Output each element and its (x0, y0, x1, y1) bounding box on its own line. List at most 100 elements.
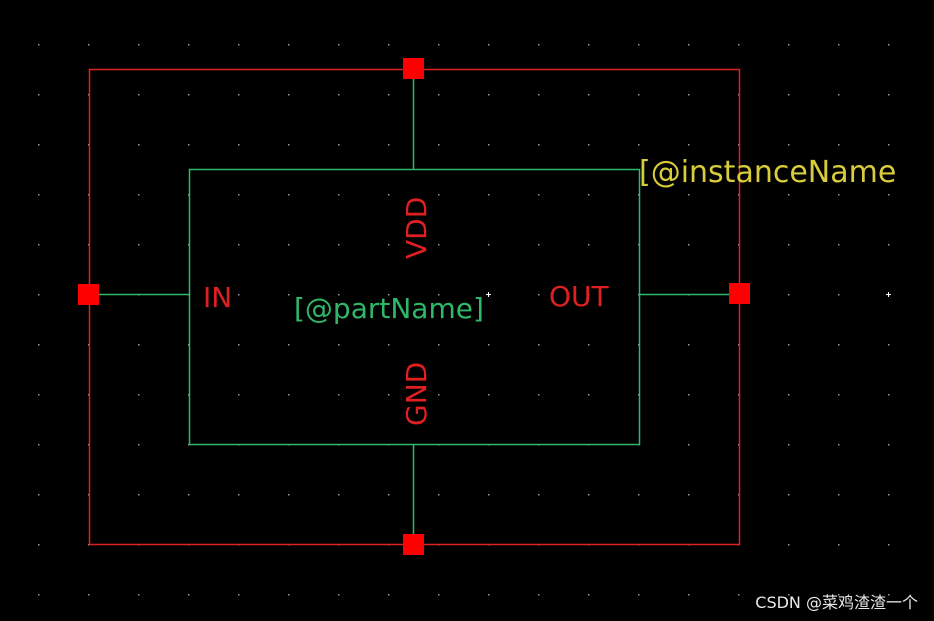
grid-dot (338, 494, 340, 496)
grid-dot (488, 594, 490, 596)
grid-dot (788, 544, 790, 546)
grid-dot (538, 294, 540, 296)
grid-dot (638, 144, 640, 146)
part-name-label[interactable]: [@partName] (294, 292, 484, 325)
pin-square-out[interactable] (729, 283, 750, 304)
grid-dot (788, 194, 790, 196)
pin-label-out[interactable]: OUT (549, 280, 610, 313)
grid-dot (388, 494, 390, 496)
grid-dot (888, 594, 890, 596)
grid-dot (388, 144, 390, 146)
grid-dot (788, 294, 790, 296)
grid-dot (688, 44, 690, 46)
origin-marker-icon (886, 292, 891, 297)
grid-dot (788, 244, 790, 246)
grid-dot (588, 294, 590, 296)
grid-dot (138, 94, 140, 96)
grid-dot (138, 244, 140, 246)
grid-dot (388, 594, 390, 596)
grid-dot (438, 494, 440, 496)
watermark: CSDN @菜鸡渣渣一个 (755, 593, 918, 612)
grid-dot (438, 194, 440, 196)
grid-dot (388, 94, 390, 96)
grid-dot (238, 394, 240, 396)
grid-dot (38, 44, 40, 46)
grid-dot (238, 44, 240, 46)
grid-dot (538, 94, 540, 96)
grid-dot (588, 494, 590, 496)
grid-dot (638, 44, 640, 46)
grid-dot (138, 444, 140, 446)
grid-dot (288, 294, 290, 296)
grid-dot (388, 44, 390, 46)
grid-dot (838, 594, 840, 596)
grid-dot (188, 594, 190, 596)
grid-dot (438, 344, 440, 346)
grid-dot (888, 494, 890, 496)
grid-dot (438, 394, 440, 396)
grid-dot (488, 344, 490, 346)
grid-dot (388, 244, 390, 246)
grid-dot (288, 244, 290, 246)
grid-dot (188, 494, 190, 496)
grid-dot (688, 94, 690, 96)
grid-dot (738, 44, 740, 46)
grid-dot (438, 94, 440, 96)
grid-dot (838, 344, 840, 346)
grid-dot (838, 444, 840, 446)
instance-name-label[interactable]: [@instanceName (639, 155, 896, 190)
grid-dot (838, 144, 840, 146)
grid-dot (888, 244, 890, 246)
pin-label-gnd[interactable]: GND (400, 362, 433, 426)
grid-dot (88, 44, 90, 46)
pin-label-in[interactable]: IN (203, 281, 232, 314)
grid-dot (38, 494, 40, 496)
grid-dot (838, 44, 840, 46)
grid-dot (788, 394, 790, 396)
grid-dot (838, 194, 840, 196)
grid-dot (138, 494, 140, 496)
grid-dot (38, 194, 40, 196)
grid-dot (638, 94, 640, 96)
grid-dot (588, 244, 590, 246)
grid-dot (38, 394, 40, 396)
grid-dot (688, 194, 690, 196)
grid-dot (738, 594, 740, 596)
grid-dot (338, 244, 340, 246)
pin-square-gnd[interactable] (403, 534, 424, 555)
grid-dot (788, 494, 790, 496)
pin-label-vdd[interactable]: VDD (400, 197, 433, 259)
grid-dot (288, 494, 290, 496)
grid-dot (688, 344, 690, 346)
grid-dot (888, 344, 890, 346)
grid-dot (238, 194, 240, 196)
grid-dot (688, 444, 690, 446)
symbol-body[interactable] (188, 168, 641, 446)
grid-dot (88, 594, 90, 596)
grid-dot (488, 494, 490, 496)
grid-dot (138, 394, 140, 396)
grid-dot (688, 394, 690, 396)
grid-dot (788, 94, 790, 96)
grid-dot (288, 94, 290, 96)
grid-dot (38, 144, 40, 146)
grid-dot (788, 44, 790, 46)
grid-dot (388, 394, 390, 396)
grid-dot (438, 144, 440, 146)
grid-dot (238, 144, 240, 146)
grid-dot (588, 44, 590, 46)
grid-dot (888, 194, 890, 196)
grid-dot (288, 194, 290, 196)
pin-square-vdd[interactable] (403, 58, 424, 79)
grid-dot (338, 394, 340, 396)
grid-dot (338, 44, 340, 46)
grid-dot (288, 594, 290, 596)
pin-square-in[interactable] (78, 284, 99, 305)
grid-dot (638, 594, 640, 596)
grid-dot (238, 594, 240, 596)
grid-dot (588, 194, 590, 196)
grid-dot (338, 94, 340, 96)
grid-dot (488, 244, 490, 246)
